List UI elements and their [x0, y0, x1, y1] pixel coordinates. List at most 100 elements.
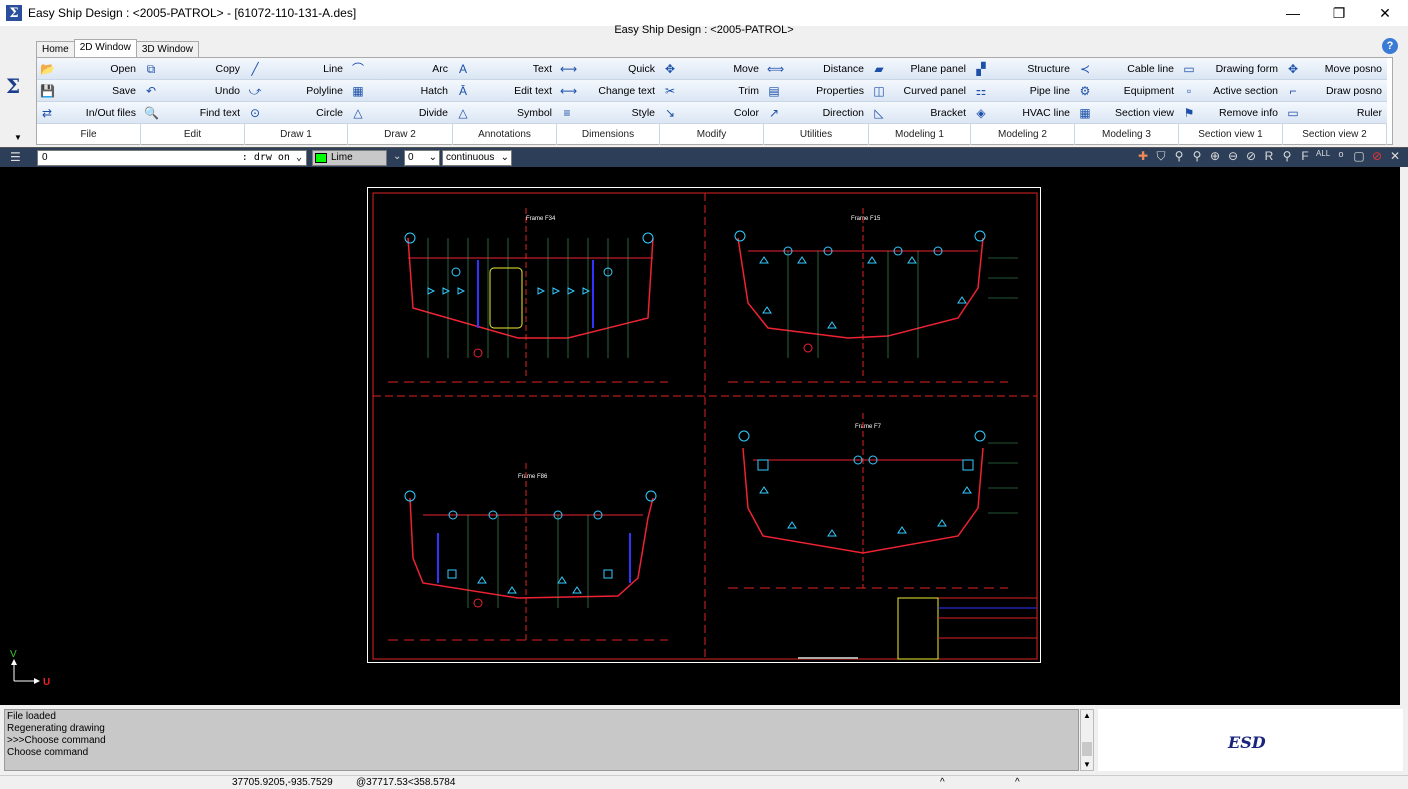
- arc-button[interactable]: ⌒Arc: [348, 58, 453, 80]
- ribbon-group-label: Section view 1: [1179, 124, 1283, 145]
- minimize-button[interactable]: —: [1286, 5, 1300, 21]
- color-dropdown-icon[interactable]: ⌄: [393, 151, 402, 162]
- style-icon: ≡: [563, 105, 571, 120]
- close-view-icon[interactable]: ✕: [1389, 149, 1401, 163]
- layers-icon[interactable]: ☰: [10, 150, 21, 164]
- zoom-realtime-icon[interactable]: ⚲: [1192, 149, 1202, 163]
- linetype-select[interactable]: continuous ⌄: [442, 150, 512, 166]
- polyline-icon: ⤻: [248, 83, 262, 98]
- frame-icon[interactable]: ▢: [1353, 149, 1365, 163]
- drawing-canvas[interactable]: Frame F34: [0, 167, 1400, 705]
- redraw-icon[interactable]: R: [1264, 149, 1274, 163]
- open-button[interactable]: 📂Open: [37, 58, 141, 80]
- trim-button[interactable]: ✂Trim: [660, 80, 764, 102]
- symbol-button[interactable]: △Symbol: [453, 102, 557, 124]
- scroll-thumb[interactable]: [1082, 742, 1092, 756]
- zoom-previous-icon[interactable]: ⊘: [1245, 149, 1257, 163]
- move-button[interactable]: ✥Move: [660, 58, 764, 80]
- button-label: Cable line: [1127, 62, 1174, 75]
- stop-icon[interactable]: ⊘: [1371, 149, 1383, 163]
- ruler-button[interactable]: ▭Ruler: [1283, 102, 1387, 124]
- status-caret-2[interactable]: ^: [1015, 777, 1020, 788]
- section-view-button[interactable]: ▦Section view: [1075, 102, 1179, 124]
- style-button[interactable]: ≡Style: [557, 102, 660, 124]
- bracket-button[interactable]: ◺Bracket: [869, 102, 971, 124]
- polyline-button[interactable]: ⤻ Polyline: [245, 80, 348, 102]
- properties-button[interactable]: ▤Properties: [764, 80, 869, 102]
- select-icon[interactable]: ⛉: [1156, 149, 1166, 163]
- ribbon-group-label: Draw 1: [245, 124, 348, 145]
- linewidth-select[interactable]: 0 ⌄: [404, 150, 440, 166]
- in-out-files-button[interactable]: ⇄In/Out files: [37, 102, 141, 124]
- save-button[interactable]: 💾Save: [37, 80, 141, 102]
- zoom-out-icon[interactable]: ⊖: [1227, 149, 1239, 163]
- cable-line-button[interactable]: ≺Cable line: [1075, 58, 1179, 80]
- scroll-up-icon[interactable]: ▲: [1083, 711, 1091, 720]
- layer-select[interactable]: 0 : drw on ⌄: [37, 150, 307, 166]
- drawing-svg: Frame F34: [372, 192, 1038, 660]
- fit-icon[interactable]: F: [1301, 149, 1309, 163]
- button-label: Polyline: [306, 84, 343, 97]
- quick-button[interactable]: ⟷Quick: [557, 58, 660, 80]
- remove-info-button[interactable]: ⚑Remove info: [1179, 102, 1283, 124]
- ribbon-group-file: 📂Open💾Save⇄In/Out files: [37, 58, 141, 124]
- title-bar: Σ Easy Ship Design : <2005-PATROL> - [61…: [0, 0, 1408, 26]
- hatch-icon: ▦: [352, 83, 364, 98]
- zoom-window-icon[interactable]: ⚲: [1174, 149, 1184, 163]
- undo-button[interactable]: ↶Undo: [141, 80, 245, 102]
- axis-u-label: U: [43, 677, 50, 688]
- circle-button[interactable]: ⊙ Circle: [245, 102, 348, 124]
- hvac-line-button[interactable]: ◈HVAC line: [971, 102, 1075, 124]
- button-label: Circle: [316, 106, 343, 119]
- snap-icon[interactable]: ✚: [1137, 149, 1149, 163]
- restore-button[interactable]: ❐: [1332, 5, 1346, 21]
- status-caret-1[interactable]: ^: [940, 777, 945, 788]
- pipe-line-button[interactable]: ⚏Pipe line: [971, 80, 1075, 102]
- draw-posno-button[interactable]: ⌐Draw posno: [1283, 80, 1387, 102]
- zoom-all-icon[interactable]: ALL: [1316, 149, 1331, 158]
- canvas-scrollbar[interactable]: [1400, 167, 1408, 705]
- tab-2d-window[interactable]: 2D Window: [73, 39, 137, 57]
- drw-on-toggle[interactable]: : drw on ⌄: [241, 152, 302, 163]
- plane-panel-button[interactable]: ▰Plane panel: [869, 58, 971, 80]
- equipment-icon: ⚙: [1079, 83, 1091, 98]
- change-text-button[interactable]: ⟷Change text: [557, 80, 660, 102]
- button-label: Distance: [823, 62, 864, 75]
- folder-icon: 📂: [40, 61, 55, 76]
- ribbon-collapse-icon[interactable]: ▼: [14, 133, 22, 142]
- structure-button[interactable]: ▞Structure: [971, 58, 1075, 80]
- close-button[interactable]: ✕: [1379, 5, 1391, 21]
- circle-icon: ⊙: [249, 105, 261, 120]
- ribbon-group-label: Modeling 3: [1075, 124, 1179, 145]
- copy-button[interactable]: ⧉Copy: [141, 58, 245, 80]
- button-label: Structure: [1027, 62, 1070, 75]
- command-scrollbar[interactable]: ▲ ▼: [1080, 709, 1094, 771]
- scroll-down-icon[interactable]: ▼: [1083, 760, 1091, 769]
- app-menu-icon[interactable]: Σ: [6, 74, 21, 98]
- hatch-button[interactable]: ▦Hatch: [348, 80, 453, 102]
- divide-button[interactable]: △Divide: [348, 102, 453, 124]
- color-button[interactable]: ↘Color: [660, 102, 764, 124]
- zoom-origin-icon[interactable]: o: [1338, 149, 1344, 159]
- layer-toolbar: ☰ 0 : drw on ⌄ Lime ⌄ 0 ⌄ continuous ⌄ ✚…: [0, 147, 1408, 167]
- equipment-button[interactable]: ⚙Equipment: [1075, 80, 1179, 102]
- color-select[interactable]: Lime: [312, 150, 387, 166]
- ribbon-group-label: Edit: [141, 124, 245, 145]
- help-icon[interactable]: ?: [1382, 38, 1398, 54]
- distance-button[interactable]: ⟺Distance: [764, 58, 869, 80]
- pan-icon[interactable]: ⚲: [1282, 149, 1292, 163]
- move-posno-button[interactable]: ✥Move posno: [1283, 58, 1387, 80]
- drawing-form-button[interactable]: ▭Drawing form: [1179, 58, 1283, 80]
- line-button[interactable]: ╱Line: [245, 58, 348, 80]
- command-log-line: File loaded: [7, 711, 56, 722]
- active-section-button[interactable]: ▫Active section: [1179, 80, 1283, 102]
- find-text-button[interactable]: 🔍Find text: [141, 102, 245, 124]
- curved-panel-button[interactable]: ◫Curved panel: [869, 80, 971, 102]
- esd-logo: ESD: [1228, 733, 1266, 752]
- direction-button[interactable]: ↗Direction: [764, 102, 869, 124]
- button-label: Save: [112, 84, 136, 97]
- zoom-in-icon[interactable]: ⊕: [1209, 149, 1221, 163]
- button-label: Draw posno: [1325, 84, 1382, 97]
